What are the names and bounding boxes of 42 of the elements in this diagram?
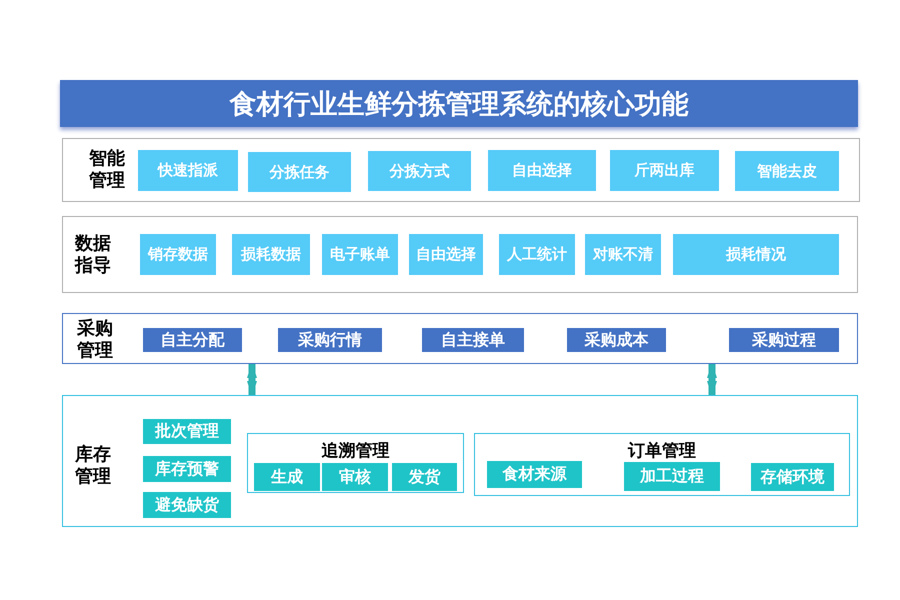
feature-box: 损耗数据 (232, 234, 310, 275)
feature-box: 销存数据 (140, 234, 216, 275)
feature-box: 食材来源 (487, 461, 582, 488)
feature-box: 对账不清 (585, 234, 661, 275)
double-arrow (707, 362, 717, 397)
section-heading: 库存管理 (75, 444, 112, 488)
group-heading: 订单管理 (626, 440, 697, 462)
group-box (474, 433, 850, 496)
feature-box: 自由选择 (409, 234, 483, 275)
feature-box: 存储环境 (751, 463, 834, 491)
section-heading: 采购管理 (77, 318, 114, 362)
feature-box: 采购行情 (278, 328, 382, 352)
section-panel (62, 138, 860, 202)
feature-box: 库存预警 (143, 456, 231, 482)
feature-box: 审核 (322, 463, 388, 491)
feature-box: 斤两出库 (610, 150, 719, 191)
title-banner: 食材行业生鲜分拣管理系统的核心功能 (60, 80, 858, 127)
feature-box: 避免缺货 (143, 492, 231, 518)
section-panel (62, 313, 858, 364)
feature-box: 快速指派 (138, 150, 238, 191)
feature-box: 分拣任务 (248, 152, 351, 192)
feature-box: 智能去皮 (735, 151, 839, 191)
feature-box: 人工统计 (499, 234, 575, 275)
feature-box: 分拣方式 (368, 151, 471, 191)
feature-box: 自主分配 (143, 328, 242, 352)
feature-box: 电子账单 (322, 234, 398, 275)
feature-box: 自主接单 (422, 328, 524, 352)
group-box (247, 433, 464, 493)
section-heading: 数据指导 (75, 233, 112, 277)
feature-box: 生成 (254, 463, 320, 491)
feature-box: 采购过程 (729, 328, 839, 352)
feature-box: 加工过程 (624, 462, 720, 491)
feature-box: 采购成本 (567, 328, 666, 352)
double-arrow (247, 362, 257, 397)
section-panel (62, 395, 858, 527)
feature-box: 自由选择 (488, 150, 596, 191)
group-heading: 追溯管理 (320, 440, 390, 462)
feature-box: 发货 (392, 463, 457, 491)
section-panel (62, 216, 858, 293)
section-heading: 智能管理 (89, 148, 126, 192)
feature-box: 损耗情况 (673, 234, 839, 275)
feature-box: 批次管理 (143, 419, 231, 444)
